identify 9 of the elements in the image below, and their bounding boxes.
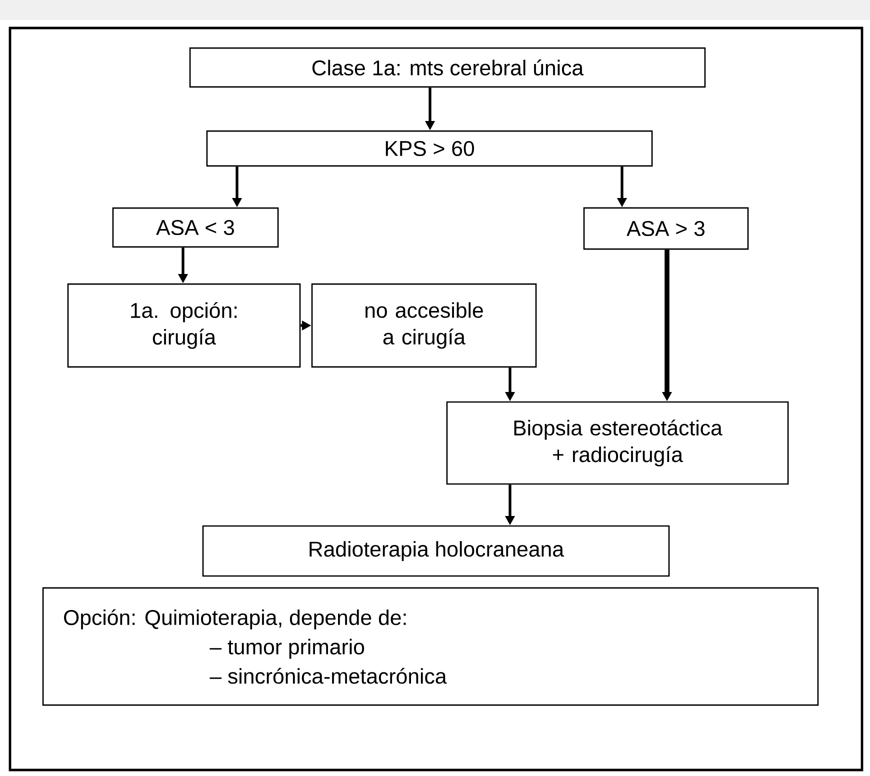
process-box: ASA > 3 <box>583 207 749 250</box>
process-box: 1a. opción: cirugía <box>67 283 301 368</box>
process-box: ASA < 3 <box>112 207 279 248</box>
process-box: Radioterapia holocraneana <box>202 525 670 577</box>
process-box: KPS > 60 <box>206 130 653 167</box>
note-box: Opción: Quimioterapia, depende de: – tumor primario – sincrónica-metacrónica <box>42 587 819 706</box>
process-box: Clase 1a: mts cerebral única <box>189 47 706 88</box>
process-box: Biopsia estereotáctica + radiocirugía <box>446 401 789 485</box>
process-box: no accesible a cirugía <box>311 283 537 368</box>
